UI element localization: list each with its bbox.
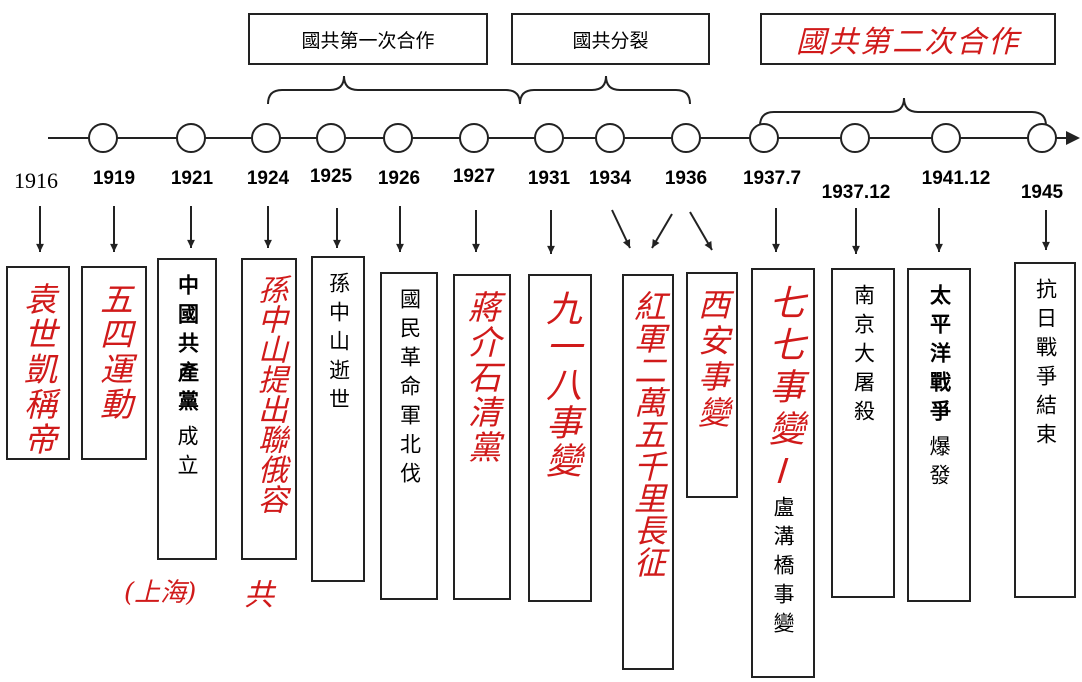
year-1941-12: 1941.12: [921, 168, 991, 189]
event-xian: 西安事變: [686, 272, 738, 498]
timeline-node: [383, 123, 413, 153]
year-1916: 1916: [14, 168, 58, 193]
event-arrowhead: [396, 243, 404, 252]
event-arrowhead: [472, 243, 480, 252]
event-purge: 蔣介石清黨: [453, 274, 511, 600]
timeline-node: [316, 123, 346, 153]
year-1934: 1934: [588, 168, 632, 189]
brace-first-cooperation: [267, 75, 521, 105]
event-ccp-founded: 中國共產黨 成立: [157, 258, 217, 560]
year-1924: 1924: [246, 168, 290, 189]
event-arrowhead: [772, 243, 780, 252]
year-1931: 1931: [527, 168, 571, 189]
event-nanjing: 南京大屠殺: [831, 268, 895, 598]
event-july-seventh: 七七事變 / 盧溝橋事變: [751, 268, 815, 678]
timeline-node: [595, 123, 625, 153]
year-1919: 1919: [92, 168, 136, 189]
event-arrowhead: [333, 239, 341, 248]
period-split: 國共分裂: [511, 13, 710, 65]
event-arrowhead: [935, 243, 943, 252]
event-arrowhead: [852, 245, 860, 254]
timeline-node: [88, 123, 118, 153]
timeline-node: [671, 123, 701, 153]
event-sun-death: 孫中山逝世: [311, 256, 365, 582]
event-arrowhead: [547, 245, 555, 254]
timeline-arrowhead: [1066, 131, 1080, 145]
event-long-march: 紅軍二萬五千里長征: [622, 274, 674, 670]
event-arrowhead: [622, 239, 631, 248]
timeline-node: [749, 123, 779, 153]
event-arrowhead: [264, 239, 272, 248]
year-1945: 1945: [1020, 182, 1064, 203]
year-1921: 1921: [170, 168, 214, 189]
event-arrowhead: [652, 239, 660, 248]
note-gong-continued: 共: [244, 578, 274, 613]
timeline-node: [176, 123, 206, 153]
year-1926: 1926: [377, 168, 421, 189]
event-arrowhead: [36, 243, 44, 252]
period-first-cooperation: 國共第一次合作: [248, 13, 488, 65]
event-arrowhead: [187, 239, 195, 248]
event-mukden: 九一八事變: [528, 274, 592, 602]
year-1925: 1925: [309, 166, 353, 187]
timeline-node: [459, 123, 489, 153]
year-1936: 1936: [664, 168, 708, 189]
event-arrowhead: [110, 243, 118, 252]
event-may-fourth: 五四運動: [81, 266, 147, 460]
brace-split: [519, 75, 691, 105]
event-arrowhead: [704, 241, 712, 250]
period-second-cooperation: 國共第二次合作: [760, 13, 1056, 65]
event-arrowhead: [1042, 241, 1050, 250]
event-war-end: 抗日戰爭結束: [1014, 262, 1076, 598]
event-sun-alliance: 孫中山提出聯俄容: [241, 258, 297, 560]
brace-second-cooperation: [759, 97, 1047, 127]
timeline-node: [251, 123, 281, 153]
event-northern-expedition: 國民革命軍北伐: [380, 272, 438, 600]
timeline-node: [840, 123, 870, 153]
event-yuan-shikai: 袁世凱稱帝: [6, 266, 70, 460]
timeline-node: [534, 123, 564, 153]
timeline-node: [931, 123, 961, 153]
event-pacific-war: 太平洋戰爭 爆發: [907, 268, 971, 602]
year-1927: 1927: [452, 166, 496, 187]
year-1937-12: 1937.12: [821, 182, 891, 203]
timeline-node: [1027, 123, 1057, 153]
note-shanghai: (上海): [124, 578, 197, 608]
year-1937-7: 1937.7: [742, 168, 802, 189]
